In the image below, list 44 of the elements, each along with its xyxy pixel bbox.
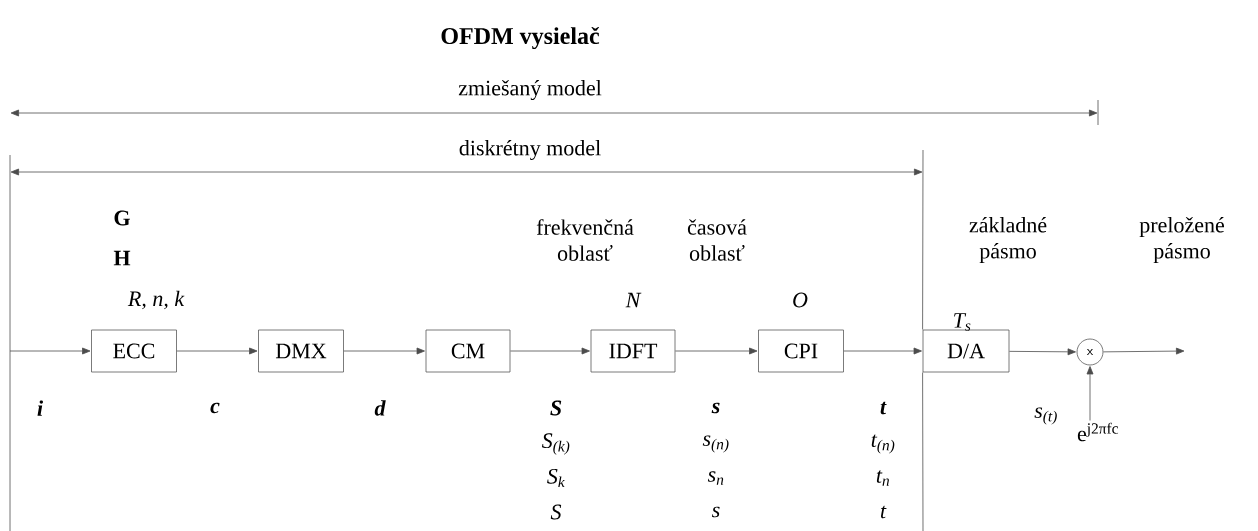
signal-label: s$_{(t)}$ bbox=[1034, 407, 1057, 425]
process-box: ECC bbox=[91, 329, 177, 373]
signal-label: t bbox=[880, 401, 887, 415]
domain-label: základné pásmo bbox=[969, 217, 1047, 263]
arrow bbox=[675, 347, 758, 355]
parameter-label: G bbox=[114, 210, 130, 226]
arrow bbox=[843, 347, 922, 355]
carrier-label: e$^{j2πfc}$ bbox=[1077, 422, 1119, 442]
parameter-label: H bbox=[113, 250, 131, 266]
signal-label: S bbox=[550, 400, 562, 416]
signal-label: s$_{n}$ bbox=[707, 471, 724, 485]
signal-label: s$_{(n)}$ bbox=[702, 435, 729, 453]
signal-label: t bbox=[880, 505, 887, 519]
signal-label: i bbox=[37, 400, 43, 416]
signal-label: s bbox=[712, 506, 720, 518]
dimension-label: diskrétny model bbox=[459, 139, 601, 161]
signal-label: c bbox=[210, 402, 220, 414]
signal-label: t$_{(n)}$ bbox=[871, 434, 895, 454]
domain-label: preložené pásmo bbox=[1139, 217, 1224, 263]
arrow bbox=[1086, 366, 1094, 421]
parameter-label: T$_{s}$ bbox=[954, 313, 971, 331]
process-box: DMX bbox=[258, 329, 344, 373]
signal-label: S$_{k}$ bbox=[547, 468, 565, 488]
signal-label: S$_{(k)}$ bbox=[541, 433, 570, 455]
process-box: CPI bbox=[758, 329, 844, 373]
signal-label: s bbox=[711, 402, 720, 414]
parameter-label: R, n, k bbox=[127, 290, 185, 310]
signal-label: S bbox=[550, 504, 562, 520]
arrow bbox=[1103, 347, 1185, 355]
signal-label: t$_{n}$ bbox=[876, 470, 889, 486]
domain-label: frekvenčná oblasť bbox=[536, 219, 634, 261]
arrow bbox=[1009, 348, 1076, 356]
dimension-label: zmiešaný model bbox=[458, 80, 602, 101]
process-box: IDFT bbox=[590, 329, 676, 373]
parameter-label: O bbox=[793, 292, 808, 308]
title: OFDM vysielač bbox=[441, 26, 600, 50]
arrow bbox=[343, 347, 425, 355]
parameter-label: N bbox=[625, 292, 642, 308]
arrow bbox=[510, 347, 590, 355]
domain-label: časová oblasť bbox=[687, 219, 747, 261]
process-box: CM bbox=[425, 329, 511, 373]
arrow bbox=[176, 347, 258, 355]
signal-label: d bbox=[374, 400, 386, 416]
arrow bbox=[9, 347, 91, 355]
